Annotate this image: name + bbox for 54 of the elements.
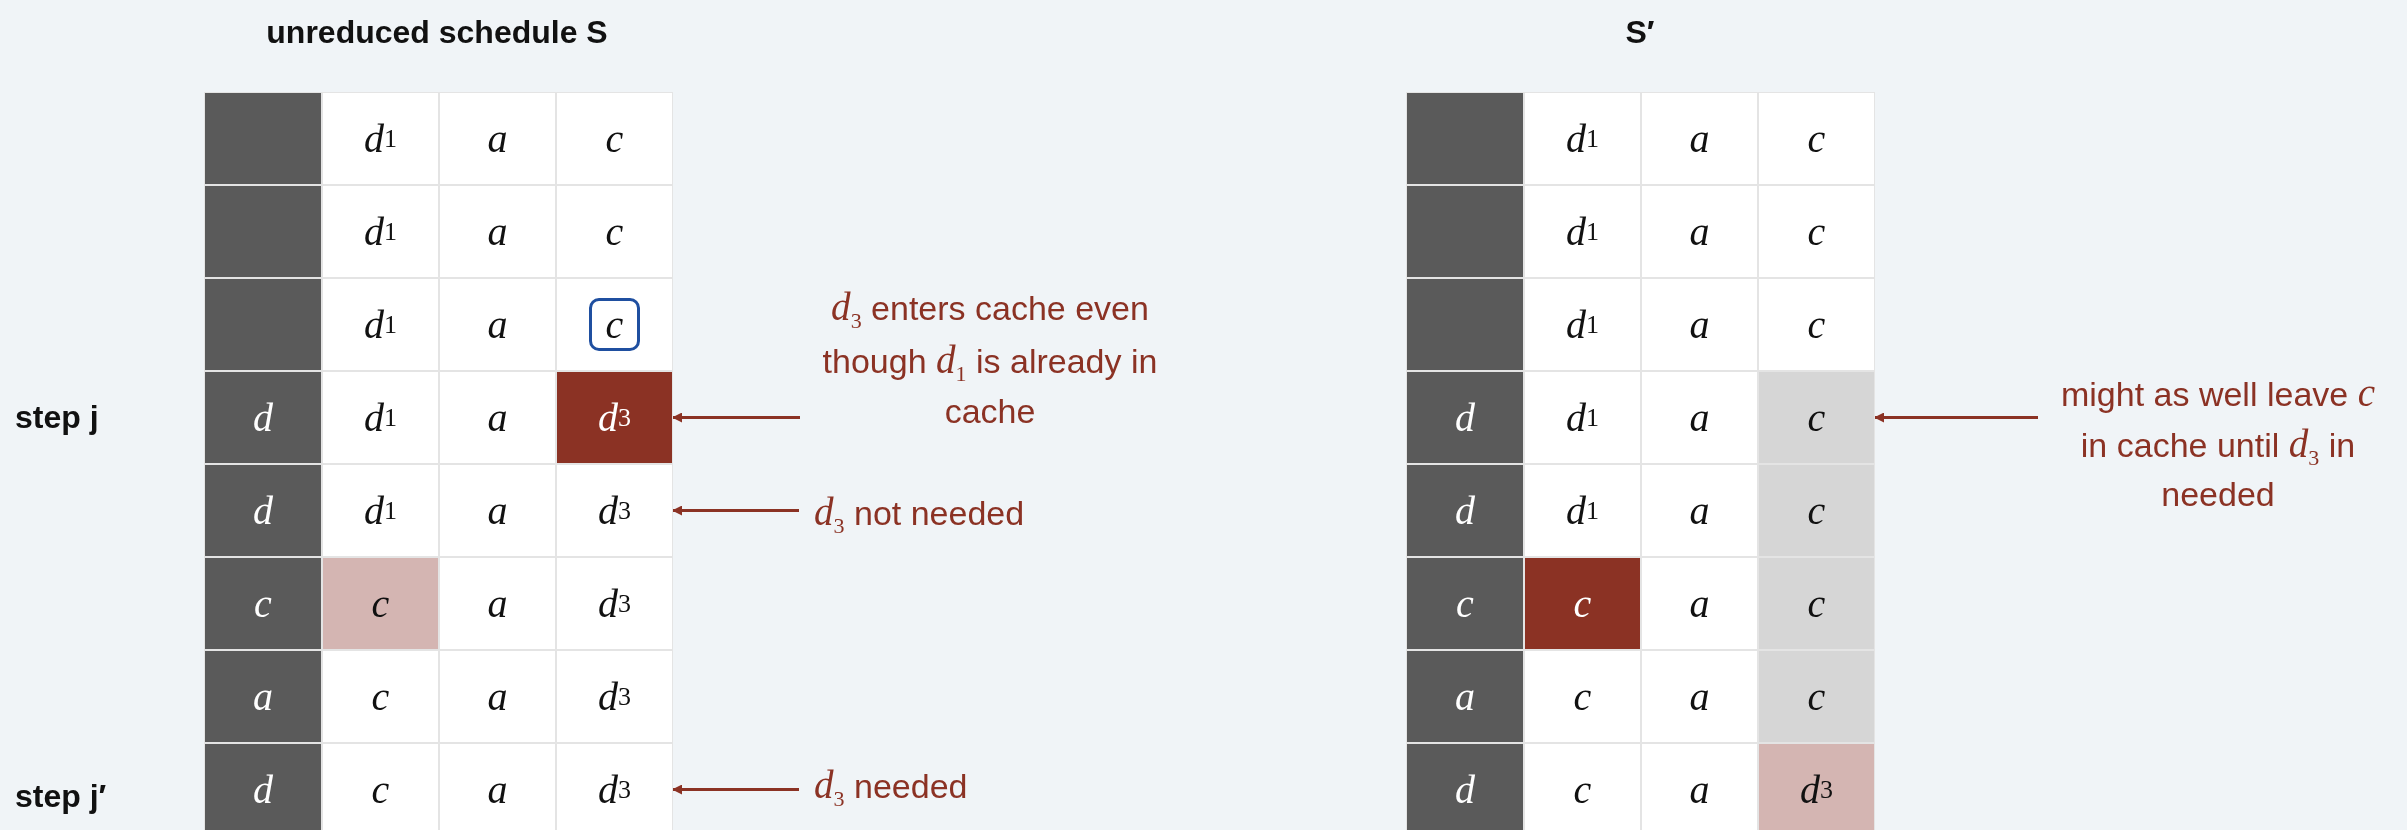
table-cell: c — [1758, 371, 1875, 464]
table-cell: a — [439, 650, 556, 743]
table-cell: c — [204, 557, 322, 650]
table-cell: a — [1641, 371, 1758, 464]
table-cell: a — [1641, 557, 1758, 650]
table-cell: a — [439, 464, 556, 557]
table-cell: a — [439, 371, 556, 464]
table-title: S′ — [1625, 14, 1655, 51]
table-cell: c — [1758, 92, 1875, 185]
table-cell: a — [439, 185, 556, 278]
table-cell: c — [322, 650, 439, 743]
table-cell: d — [1406, 743, 1524, 830]
table-cell: a — [204, 650, 322, 743]
row-label: step j — [15, 399, 99, 436]
table-cell: a — [439, 278, 556, 371]
table-cell: d — [204, 371, 322, 464]
annotation-text: d$_{3}$ needed — [814, 760, 968, 814]
arrow — [672, 505, 799, 516]
arrow — [672, 784, 799, 795]
annotation-text: d$_{3}$ not needed — [814, 487, 1025, 541]
annotation-text: might as well leave c in cache until d$_{3}$ in needed — [2053, 368, 2383, 517]
table-cell: d — [204, 743, 322, 830]
table-cell: c — [1524, 743, 1641, 830]
arrow — [1874, 412, 2038, 423]
table-title: unreduced schedule S — [266, 14, 608, 51]
table-cell: d — [204, 464, 322, 557]
arrow — [672, 412, 800, 423]
annotation-text: d$_{3}$ enters cache even though d$_{1}$ is already in cache — [815, 282, 1165, 433]
table-cell: c — [1524, 557, 1641, 650]
table-cell: a — [1641, 743, 1758, 830]
highlight-outline: c — [588, 298, 641, 351]
table-cell: d — [1406, 464, 1524, 557]
table-cell: a — [1641, 92, 1758, 185]
table-cell: a — [439, 92, 556, 185]
table-cell: a — [439, 743, 556, 830]
table-cell: c — [322, 557, 439, 650]
table-cell: c — [1758, 464, 1875, 557]
table-cell: c — [556, 92, 673, 185]
table-cell: a — [1641, 278, 1758, 371]
table-cell: a — [1406, 650, 1524, 743]
row-label: step j′ — [15, 778, 107, 815]
table-cell: c — [1406, 557, 1524, 650]
table-cell: a — [1641, 185, 1758, 278]
table-cell: c — [1758, 278, 1875, 371]
table-cell: a — [1641, 650, 1758, 743]
table-cell: c — [1758, 650, 1875, 743]
table-cell: a — [1641, 464, 1758, 557]
table-cell: a — [439, 557, 556, 650]
table-cell: c — [556, 185, 673, 278]
table-cell: c — [1758, 185, 1875, 278]
table-cell: c — [322, 743, 439, 830]
table-cell: c — [1524, 650, 1641, 743]
table-cell: d — [1406, 371, 1524, 464]
table-cell: c — [1758, 557, 1875, 650]
